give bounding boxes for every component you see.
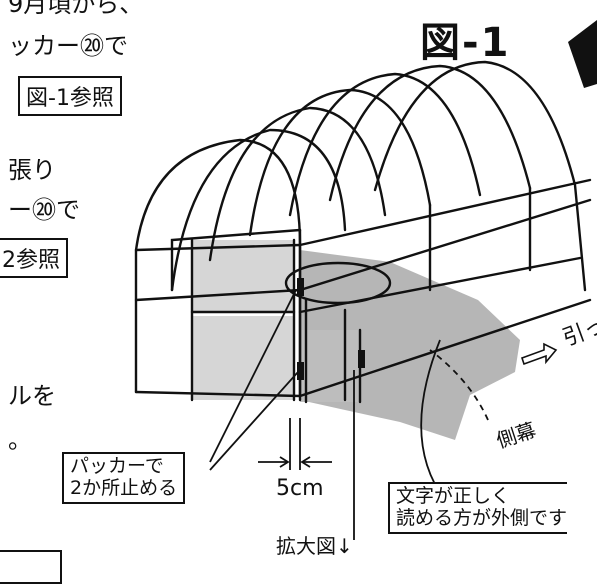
cropped-box [0,550,62,584]
packer-clip-2 [297,362,304,380]
figure-reference-1: 図-1参照 [18,76,122,116]
instruction-line-3: 張り [8,156,56,184]
text-outside-line-2: 読める方が外側です [396,506,568,529]
door-panel-upper [192,240,294,312]
figure-reference-2: 2参照 [0,238,68,278]
width-5cm-label: 5cm [276,476,324,501]
figure-title: 図-1 [420,20,511,66]
packer-callout-line-1: パッカーで [70,455,164,477]
text-outside-callout: 文字が正しく 読める方が外側です [388,482,568,534]
arch-front [134,138,302,397]
door-panel-dark [300,330,360,402]
text-outside-line-1: 文字が正しく [396,485,511,507]
greenhouse-diagram [134,20,597,540]
instruction-line-5: ルを [8,382,56,410]
corner-marker [568,20,597,88]
instruction-line-4: ー⑳で [8,196,80,224]
dimension-arrows [258,456,332,468]
detail-ellipse [284,261,392,305]
instruction-line-1: 9月頃から、 [8,0,144,18]
packer-callout-line-2: 2か所止める [70,476,178,499]
enlarged-view-label: 拡大図↓ [276,534,353,558]
packer-clip-1 [297,278,304,296]
pull-arrow-icon [520,342,558,366]
instruction-line-6: 。 [8,426,32,454]
packer-callout: パッカーで 2か所止める [62,452,186,504]
instruction-line-2: ッカー⑳で [8,32,128,60]
door-panel-lower [192,316,294,400]
frame [134,60,592,404]
packer-clip-3 [358,350,365,368]
